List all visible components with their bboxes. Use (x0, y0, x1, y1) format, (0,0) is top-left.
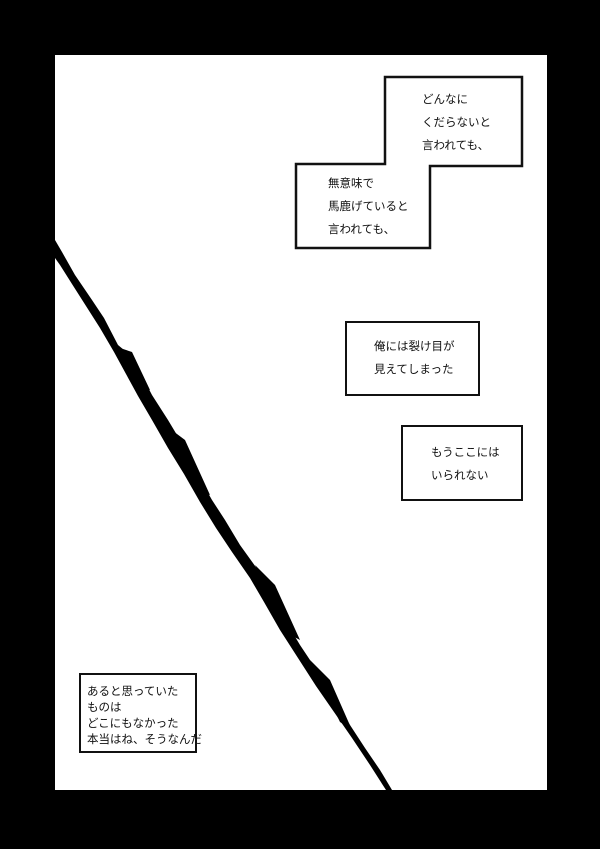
caption-line: くだらないと (422, 115, 491, 129)
caption-box-lower-right: もうここにはいられない (401, 425, 523, 501)
caption-line: いられない (431, 468, 489, 482)
caption-line: 言われても、 (328, 222, 396, 236)
caption-box-bottom-left: あると思っていた ものは どこにもなかった 本当はね、そうなんだ (79, 673, 202, 753)
caption-box-middle: 俺には裂け目が見えてしまった (345, 321, 480, 396)
caption-line: 言われても、 (422, 138, 490, 152)
caption-top-right: どんなにくだらないと言われても、 (422, 88, 491, 157)
caption-line: ものは (87, 700, 122, 714)
caption-line: 無意味で (328, 176, 374, 190)
caption-box-top-step (294, 75, 524, 250)
caption-line: 馬鹿げていると (328, 199, 409, 213)
caption-line: どこにもなかった (87, 716, 179, 730)
caption-line: あると思っていた (87, 684, 179, 698)
caption-line: 本当はね、そうなんだ (87, 732, 202, 746)
crack-chunk (120, 348, 352, 730)
caption-top-left: 無意味で馬鹿げていると言われても、 (328, 172, 409, 241)
caption-line: もうここには (431, 445, 500, 459)
caption-line: 俺には裂け目が (374, 339, 455, 353)
caption-line: 見えてしまった (374, 362, 454, 376)
caption-line: どんなに (422, 92, 468, 106)
